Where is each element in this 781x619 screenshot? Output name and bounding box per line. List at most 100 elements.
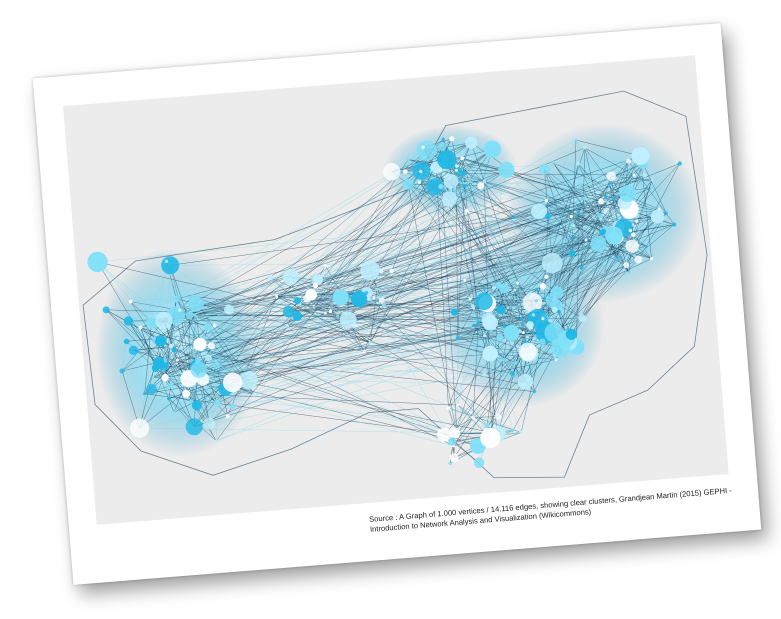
graph-node: [437, 150, 457, 170]
graph-node: [565, 328, 577, 341]
graph-node: [542, 252, 563, 274]
graph-node: [203, 417, 216, 430]
graph-node: [193, 337, 207, 351]
graph-node: [501, 358, 506, 362]
graph-node: [402, 179, 414, 190]
graph-node: [204, 322, 213, 331]
graph-node: [541, 317, 545, 321]
graph-node: [464, 208, 469, 213]
graph-node: [224, 304, 235, 315]
graph-node: [650, 178, 654, 182]
graph-node: [677, 161, 682, 166]
graph-node: [292, 311, 303, 322]
graph-node: [650, 186, 654, 190]
graph-node: [534, 287, 539, 291]
graph-node: [178, 308, 182, 312]
graph-node: [578, 314, 587, 322]
graph-node: [439, 168, 443, 172]
graph-node: [360, 260, 380, 281]
graph-node: [452, 185, 456, 189]
graph-node: [193, 313, 197, 317]
graph-node: [539, 338, 546, 345]
graph-node: [520, 322, 525, 327]
graph-node: [605, 226, 623, 245]
graph-node: [579, 265, 584, 270]
graph-node: [522, 292, 543, 313]
graph-node: [172, 410, 176, 414]
graph-node: [463, 278, 467, 282]
graph-node: [496, 334, 504, 342]
graph-node: [163, 358, 168, 363]
graph-node: [606, 171, 617, 182]
graph-node: [151, 364, 160, 372]
graph-node: [418, 180, 422, 184]
graph-node: [472, 306, 476, 310]
graph-node: [544, 198, 549, 203]
graph-node: [510, 371, 516, 377]
graph-node: [123, 316, 134, 326]
graph-node: [598, 198, 605, 205]
graph-node: [527, 293, 532, 297]
graph-node: [449, 136, 455, 142]
graph-node: [437, 158, 442, 163]
graph-node: [378, 294, 383, 299]
graph-node: [627, 271, 631, 275]
graph-node: [569, 236, 573, 240]
graph-node: [473, 457, 485, 469]
graph-node: [611, 196, 616, 201]
graph-node: [491, 285, 497, 290]
graph-node: [650, 209, 665, 224]
graph-node: [155, 311, 173, 330]
graph-node: [175, 358, 179, 362]
graph-node: [312, 274, 323, 286]
graph-node: [551, 161, 556, 165]
graph-node: [379, 269, 384, 274]
graph-node: [303, 294, 312, 303]
graph-node: [286, 324, 290, 328]
graph-node: [482, 372, 487, 377]
graph-node: [477, 182, 485, 190]
graph-node: [632, 173, 636, 177]
graph-node: [498, 161, 515, 179]
graph-node: [222, 372, 243, 393]
graph-node: [189, 399, 194, 404]
graph-node: [426, 178, 444, 196]
graph-node: [499, 283, 509, 294]
graph-node: [623, 262, 630, 268]
graph-node: [275, 294, 279, 298]
graph-node: [518, 382, 523, 387]
graph-node: [176, 332, 180, 336]
graph-node: [554, 358, 558, 362]
graph-node: [448, 461, 453, 466]
graph-node: [448, 427, 460, 439]
graph-node: [672, 222, 677, 227]
graph-node: [151, 375, 155, 379]
graph-node: [644, 244, 648, 248]
graph-node: [438, 183, 444, 190]
graph-node: [597, 213, 603, 219]
graph-node: [312, 306, 316, 310]
graph-node: [328, 309, 333, 314]
graph-node: [382, 303, 386, 307]
graph-node: [572, 224, 576, 228]
graph-node: [128, 299, 133, 304]
graph-node: [576, 161, 580, 166]
graph-node: [519, 316, 524, 321]
graph-node: [389, 268, 395, 274]
graph-node: [441, 191, 458, 207]
graph-node: [339, 311, 357, 329]
graph-node: [323, 263, 328, 268]
graph-node: [332, 289, 349, 306]
network-graph-svg: [82, 90, 708, 479]
graph-node: [615, 255, 619, 259]
graph-node: [544, 213, 551, 220]
graph-node: [475, 292, 493, 311]
graph-node: [446, 406, 451, 410]
graph-node: [538, 163, 551, 175]
graph-node: [568, 249, 576, 257]
graph-node: [252, 392, 257, 397]
graph-node: [443, 173, 459, 189]
graph-node: [282, 305, 295, 318]
graph-node: [207, 342, 216, 350]
graph-node: [482, 179, 487, 184]
